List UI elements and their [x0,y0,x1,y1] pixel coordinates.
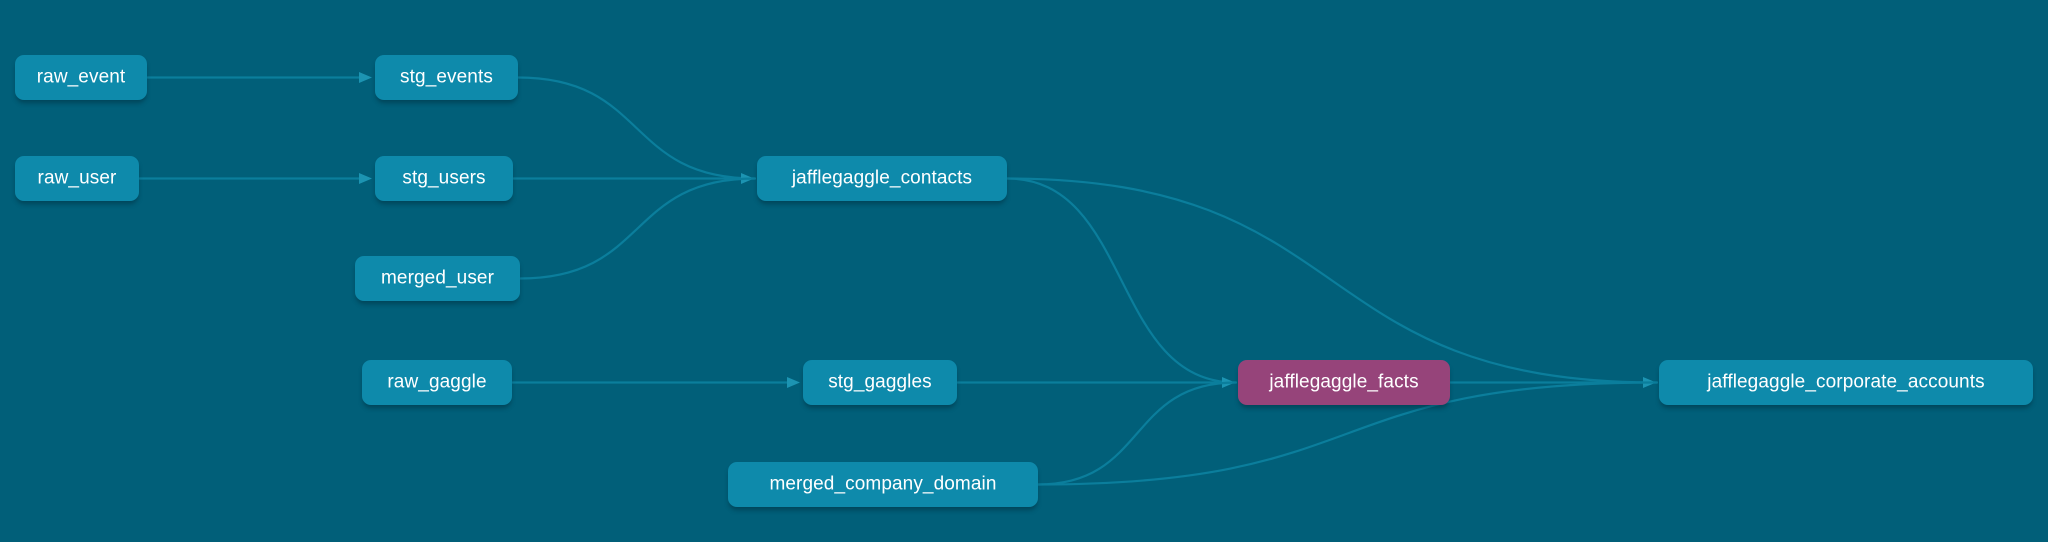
edge-jafflegaggle_contacts-to-jafflegaggle_corporate_accounts [1005,177,1659,384]
graph-node-label: raw_event [36,66,126,88]
graph-node-label: stg_events [400,66,493,88]
graph-node-raw_user[interactable]: raw_user [15,156,139,201]
graph-node-jafflegaggle_corporate_accounts[interactable]: jafflegaggle_corporate_accounts [1659,360,2033,405]
graph-node-label: merged_company_domain [769,473,997,495]
graph-node-jafflegaggle_contacts[interactable]: jafflegaggle_contacts [757,156,1007,201]
graph-node-stg_gaggles[interactable]: stg_gaggles [803,360,957,405]
graph-node-label: jafflegaggle_facts [1269,371,1419,393]
arrow-head-jafflegaggle_contacts [741,173,754,184]
graph-node-label: jafflegaggle_corporate_accounts [1707,371,1985,393]
arrow-head-stg_users [359,173,372,184]
graph-node-raw_gaggle[interactable]: raw_gaggle [362,360,512,405]
graph-node-jafflegaggle_facts[interactable]: jafflegaggle_facts [1238,360,1450,405]
arrow-head-stg_gaggles [787,377,800,388]
graph-node-merged_user[interactable]: merged_user [355,256,520,301]
arrow-head-stg_events [359,72,372,83]
edge-merged_company_domain-to-jafflegaggle_facts [1036,381,1238,486]
graph-node-merged_company_domain[interactable]: merged_company_domain [728,462,1038,507]
graph-node-stg_users[interactable]: stg_users [375,156,513,201]
graph-node-label: stg_users [402,167,486,189]
graph-node-label: raw_gaggle [387,371,487,393]
graph-node-label: merged_user [380,267,495,289]
edge-stg_events-to-jafflegaggle_contacts [516,76,757,180]
arrow-head-jafflegaggle_corporate_accounts [1643,377,1656,388]
graph-node-stg_events[interactable]: stg_events [375,55,518,100]
graph-node-label: stg_gaggles [828,371,932,393]
graph-node-label: jafflegaggle_contacts [791,167,973,189]
arrow-head-jafflegaggle_facts [1222,377,1235,388]
edge-merged_user-to-jafflegaggle_contacts [518,177,757,280]
graph-node-raw_event[interactable]: raw_event [15,55,147,100]
edge-jafflegaggle_contacts-to-jafflegaggle_facts [1005,177,1238,384]
graph-node-label: raw_user [37,167,117,189]
